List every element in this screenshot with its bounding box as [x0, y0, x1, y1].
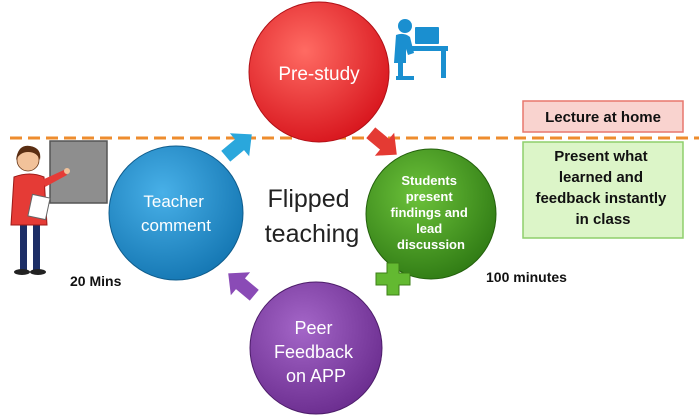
students-line-4: lead [416, 221, 442, 236]
node-peer-feedback: Peer Feedback on APP [249, 281, 383, 415]
teacher-at-board-icon [10, 140, 108, 275]
present-in-class-box: Present what learned and feedback instan… [522, 141, 684, 239]
node-students: Students present findings and lead discu… [365, 148, 497, 280]
class-line-4: in class [575, 211, 630, 228]
center-title-line-1: Flipped [268, 185, 350, 213]
class-line-3: feedback instantly [535, 190, 667, 207]
student-at-desk-icon [394, 19, 448, 80]
lecture-at-home-label: Lecture at home [545, 109, 661, 126]
students-line-3: findings and [391, 205, 468, 220]
lecture-at-home-box: Lecture at home [522, 100, 684, 133]
plus-icon [375, 262, 411, 296]
node-teacher-comment: Teacher comment [108, 145, 244, 281]
peer-line-3: on APP [286, 366, 346, 386]
svg-text:Students present f: Students present findings and lead discu… [391, 173, 472, 252]
peer-line-2: Feedback [274, 342, 354, 362]
center-title-line-2: teaching [265, 220, 360, 248]
teacher-duration-label: 20 Mins [70, 273, 122, 289]
teacher-line-1: Teacher [143, 192, 204, 211]
svg-text:Peer Feedback on A: Peer Feedback on APP [274, 318, 358, 386]
students-line-1: Students [401, 173, 457, 188]
node-prestudy: Pre-study [248, 1, 390, 143]
svg-text:Flipped teaching: Flipped teaching [265, 185, 360, 248]
arrow-peer-to-teacher [228, 272, 259, 301]
class-line-1: Present what [554, 148, 647, 165]
class-line-2: learned and [559, 169, 643, 186]
arrow-teacher-to-prestudy [221, 133, 252, 162]
teacher-line-2: comment [141, 216, 211, 235]
students-duration-label: 100 minutes [486, 269, 567, 285]
svg-text:Teacher comment: Teacher comment [141, 192, 211, 235]
students-line-5: discussion [397, 237, 465, 252]
peer-line-1: Peer [294, 318, 332, 338]
svg-text:Present what learned and: Present what learned and feedback instan… [535, 148, 670, 228]
students-line-2: present [406, 189, 454, 204]
prestudy-label: Pre-study [278, 64, 360, 85]
arrow-prestudy-to-students [366, 127, 397, 156]
